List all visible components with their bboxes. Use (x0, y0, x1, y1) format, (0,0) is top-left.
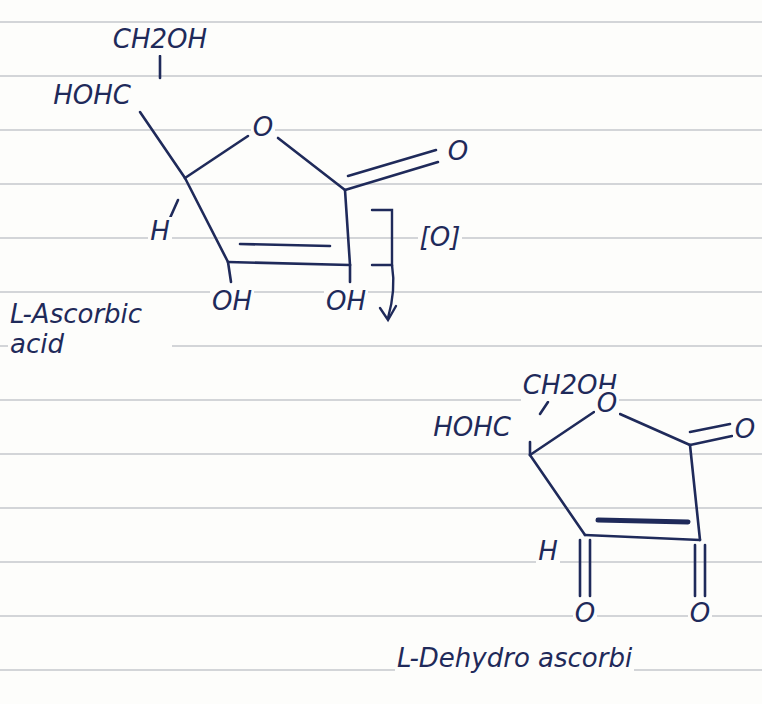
carbonyl-oxygen: O (573, 599, 597, 629)
hydroxyl-group: OH (324, 287, 368, 317)
reagent-label: [O] (418, 223, 463, 253)
group-formula: HOHC (51, 81, 133, 111)
carbonyl-oxygen: O (446, 137, 470, 167)
compound-name: L-Dehydro ascorbi (395, 644, 634, 674)
dehydroascorbic-acid-bonds (530, 402, 732, 596)
oxidation-bracket (372, 210, 396, 320)
hydrogen-atom: H (536, 537, 560, 567)
hydrogen-atom: H (148, 217, 172, 247)
hydroxyl-group: OH (210, 287, 254, 317)
group-formula: HOHC (431, 413, 513, 443)
ring-oxygen: O (251, 113, 275, 143)
ruled-lines (0, 22, 762, 670)
ascorbic-acid-bonds (140, 56, 438, 282)
group-formula: CH2OH (111, 25, 209, 55)
carbonyl-oxygen: O (733, 415, 757, 445)
carbonyl-oxygen: O (688, 599, 712, 629)
ring-oxygen: O (595, 389, 619, 419)
compound-name: L-Ascorbic acid (8, 300, 172, 360)
